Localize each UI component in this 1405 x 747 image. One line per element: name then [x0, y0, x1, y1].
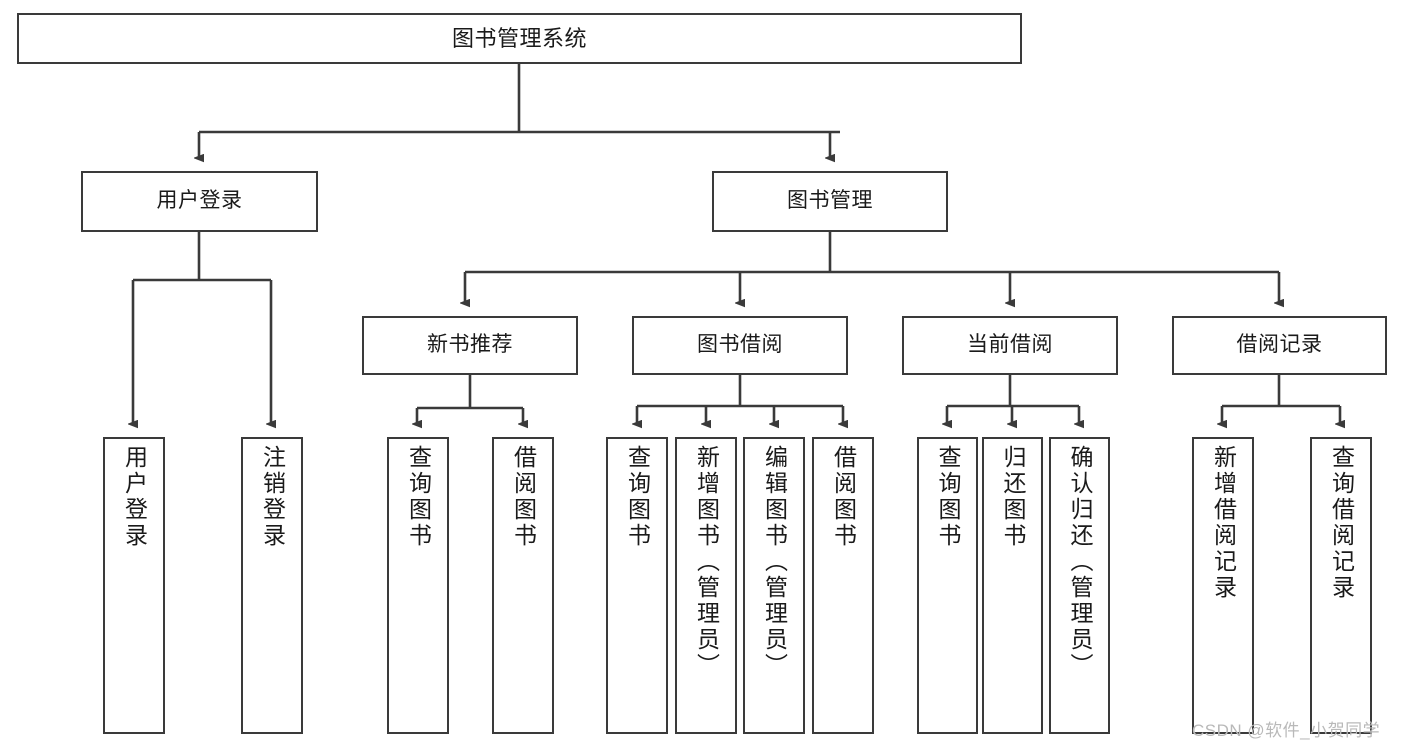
- node-label: 注销登录: [259, 445, 286, 549]
- node-label: 借阅图书: [510, 445, 537, 549]
- node-book-borrow[interactable]: 图书借阅: [632, 316, 848, 375]
- node-label: 图书借阅: [697, 333, 783, 357]
- node-label: 借阅图书: [830, 445, 857, 549]
- node-leaf-user-login[interactable]: 用户登录: [103, 437, 165, 734]
- node-leaf-add-borrow-record[interactable]: 新增借阅记录: [1192, 437, 1254, 734]
- csdn-watermark: CSDN @软件_小贺同学: [1192, 721, 1381, 740]
- node-leaf-borrow-book[interactable]: 借阅图书: [812, 437, 874, 734]
- node-user-login[interactable]: 用户登录: [81, 171, 318, 232]
- node-label: 查询借阅记录: [1328, 445, 1355, 601]
- node-label: 图书管理: [787, 189, 873, 213]
- node-label: 查询图书: [405, 445, 432, 549]
- node-leaf-return-book[interactable]: 归还图书: [982, 437, 1043, 734]
- node-leaf-edit-book-admin[interactable]: 编辑图书（管理员）: [743, 437, 805, 734]
- node-leaf-query-borrow-record[interactable]: 查询借阅记录: [1310, 437, 1372, 734]
- node-label: 新书推荐: [427, 333, 513, 357]
- node-book-management[interactable]: 图书管理: [712, 171, 948, 232]
- node-label: 编辑图书（管理员）: [761, 445, 788, 679]
- node-label: 新增图书（管理员）: [693, 445, 720, 679]
- node-leaf-add-book-admin[interactable]: 新增图书（管理员）: [675, 437, 737, 734]
- node-leaf-query-book-current[interactable]: 查询图书: [917, 437, 978, 734]
- node-current-borrow[interactable]: 当前借阅: [902, 316, 1118, 375]
- node-label: 归还图书: [1000, 445, 1026, 549]
- node-new-book-recommend[interactable]: 新书推荐: [362, 316, 578, 375]
- node-label: 用户登录: [156, 189, 243, 213]
- node-leaf-query-book-borrow[interactable]: 查询图书: [606, 437, 668, 734]
- node-borrow-record[interactable]: 借阅记录: [1172, 316, 1387, 375]
- node-leaf-query-book-recommend[interactable]: 查询图书: [387, 437, 449, 734]
- node-label: 新增借阅记录: [1210, 445, 1237, 601]
- node-label: 确认归还（管理员）: [1067, 445, 1093, 679]
- node-root-system[interactable]: 图书管理系统: [17, 13, 1022, 64]
- node-label: 查询图书: [624, 445, 651, 549]
- node-label: 查询图书: [935, 445, 961, 549]
- node-leaf-confirm-return-admin[interactable]: 确认归还（管理员）: [1049, 437, 1110, 734]
- node-label: 当前借阅: [967, 333, 1053, 357]
- node-leaf-borrow-book-recommend[interactable]: 借阅图书: [492, 437, 554, 734]
- node-label: 借阅记录: [1236, 333, 1323, 357]
- node-label: 图书管理系统: [451, 25, 587, 51]
- node-label: 用户登录: [121, 445, 148, 549]
- node-leaf-user-logout[interactable]: 注销登录: [241, 437, 303, 734]
